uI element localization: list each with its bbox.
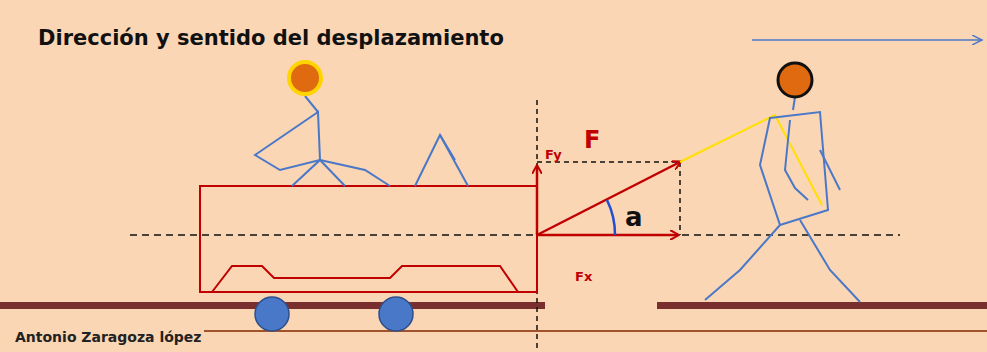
puller <box>705 97 860 302</box>
angle-label: a <box>625 204 643 230</box>
projection-line <box>537 161 680 163</box>
force-label: F <box>584 128 600 152</box>
cart-body <box>200 186 537 292</box>
direction-arrow <box>752 39 982 41</box>
wheel <box>255 297 289 331</box>
rope <box>680 115 822 205</box>
cart-chassis <box>212 266 518 292</box>
puller-head <box>778 63 812 97</box>
fy-vector <box>536 166 539 235</box>
projection-line <box>679 162 681 235</box>
rider-head <box>289 62 321 94</box>
component-label: Fy <box>543 148 564 161</box>
angle-arc <box>607 200 615 235</box>
f-vector <box>537 162 680 235</box>
ground-line <box>105 330 987 332</box>
wheel <box>379 297 413 331</box>
rider <box>255 96 468 186</box>
horizontal-axis <box>130 234 900 236</box>
title: Dirección y sentido del desplazamiento <box>38 28 504 49</box>
component-label: Fx <box>573 270 594 283</box>
rail <box>657 302 987 309</box>
author-credit: Antonio Zaragoza lópez <box>13 330 204 344</box>
vertical-axis <box>536 100 538 352</box>
fx-vector <box>537 234 678 237</box>
